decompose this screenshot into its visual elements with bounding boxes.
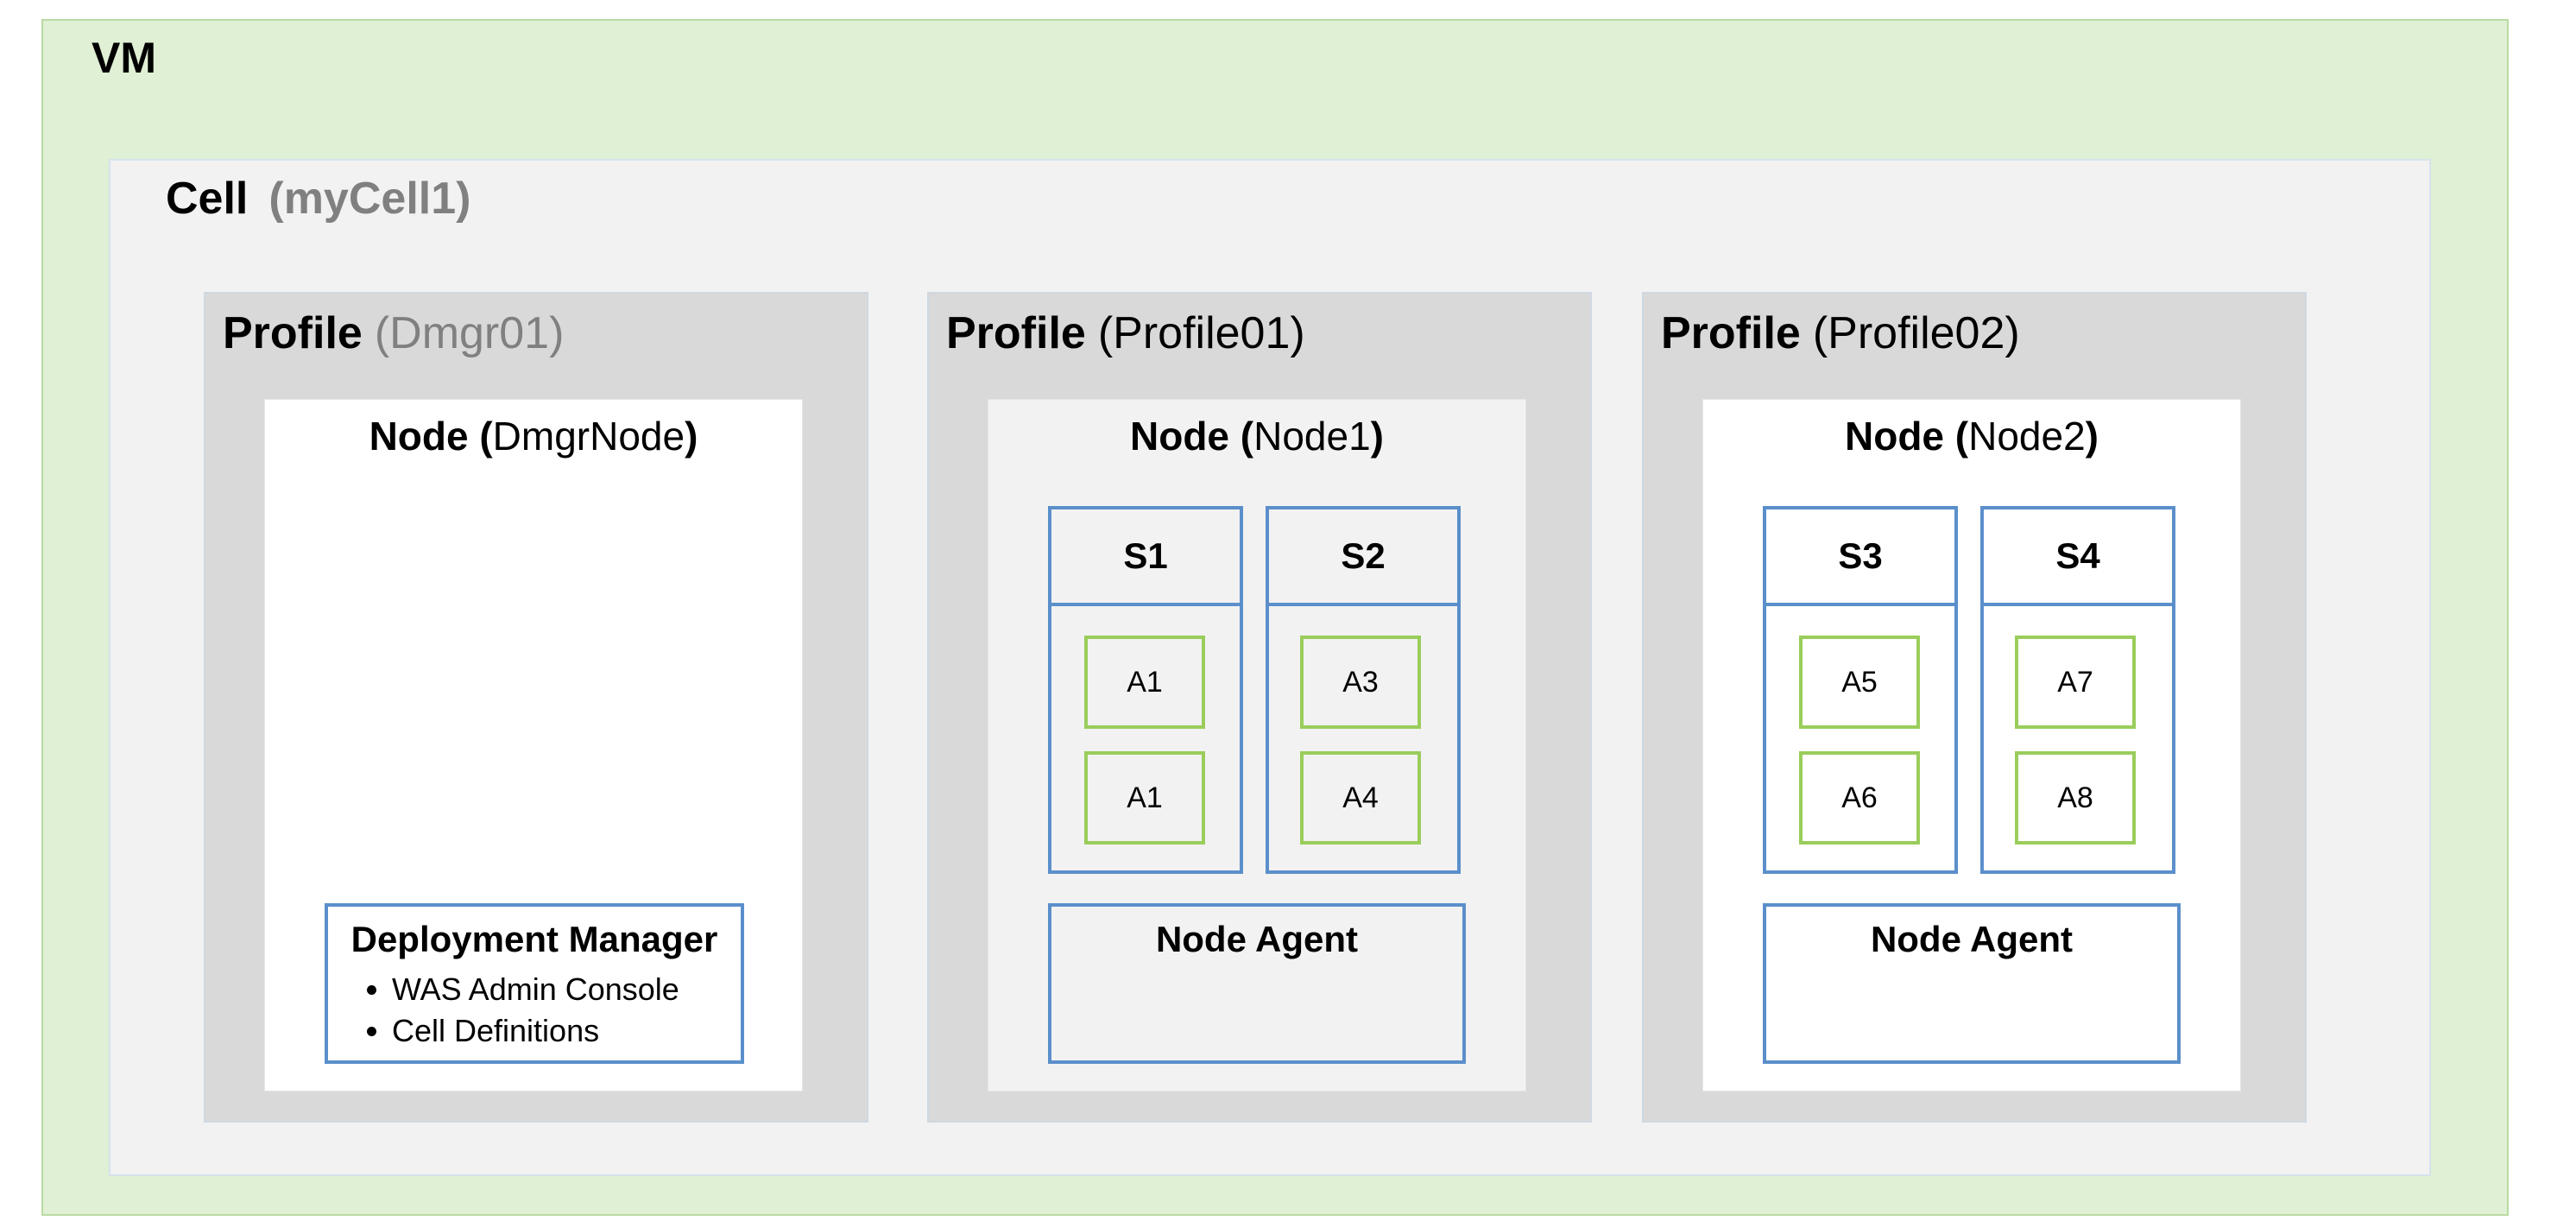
node-agent-title: Node Agent	[1155, 919, 1359, 959]
node-node2	[1702, 399, 2241, 1091]
list-item: Cell Definitions	[392, 1010, 741, 1052]
node-node1	[988, 399, 1526, 1091]
server-label: S4	[1984, 509, 2172, 606]
node-paren-close: )	[2085, 414, 2099, 459]
profile-name: (Profile01)	[1097, 308, 1305, 358]
cell-title: Cell (myCell1)	[166, 173, 470, 225]
node-keyword: Node	[369, 414, 469, 459]
node-name: Node1	[1253, 414, 1371, 459]
server-label: S3	[1766, 509, 1954, 606]
app-box: A4	[1300, 751, 1421, 845]
server-s4: S4	[1980, 506, 2175, 874]
node-paren-close: )	[685, 414, 698, 459]
profile-name: (Dmgr01)	[374, 308, 565, 358]
deployment-manager-title: Deployment Manager	[350, 919, 718, 959]
deployment-manager-box: Deployment Manager WAS Admin Console Cel…	[325, 903, 744, 1064]
node-agent-title: Node Agent	[1870, 919, 2074, 959]
server-label: S1	[1051, 509, 1240, 606]
cell-keyword: Cell	[166, 174, 249, 224]
profile-keyword: Profile	[1661, 308, 1801, 358]
app-box: A1	[1084, 751, 1205, 845]
server-s1: S1	[1048, 506, 1243, 874]
profile-title-dmgr01: Profile(Dmgr01)	[223, 307, 564, 359]
server-s2: S2	[1266, 506, 1461, 874]
node-name: Node2	[1968, 414, 2086, 459]
profile-title-profile01: Profile(Profile01)	[946, 307, 1305, 359]
node-name: DmgrNode	[492, 414, 685, 459]
node-dmgrnode	[264, 399, 803, 1091]
node-keyword: Node	[1130, 414, 1229, 459]
node-paren-open: (	[479, 414, 493, 459]
list-item: WAS Admin Console	[392, 969, 741, 1010]
node-agent-node2: Node Agent	[1763, 903, 2181, 1064]
app-box: A1	[1084, 636, 1205, 729]
node-paren-close: )	[1370, 414, 1384, 459]
node-paren-open: (	[1240, 414, 1254, 459]
node-title-node1: Node (Node1)	[988, 413, 1526, 459]
profile-name: (Profile02)	[1812, 308, 2020, 358]
app-box: A7	[2015, 636, 2136, 729]
node-paren-open: (	[1954, 414, 1969, 459]
app-box: A6	[1799, 751, 1920, 845]
profile-keyword: Profile	[946, 308, 1086, 358]
node-title-dmgrnode: Node (DmgrNode)	[264, 413, 803, 459]
server-s3: S3	[1763, 506, 1958, 874]
app-box: A3	[1300, 636, 1421, 729]
vm-title: VM	[92, 34, 156, 82]
profile-title-profile02: Profile(Profile02)	[1661, 307, 2020, 359]
cell-name: (myCell1)	[268, 174, 471, 224]
node-keyword: Node	[1845, 414, 1944, 459]
profile-keyword: Profile	[223, 308, 363, 358]
server-label: S2	[1269, 509, 1457, 606]
app-box: A5	[1799, 636, 1920, 729]
app-box: A8	[2015, 751, 2136, 845]
node-title-node2: Node (Node2)	[1702, 413, 2241, 459]
node-agent-node1: Node Agent	[1048, 903, 1466, 1064]
deployment-manager-list: WAS Admin Console Cell Definitions	[328, 969, 741, 1052]
